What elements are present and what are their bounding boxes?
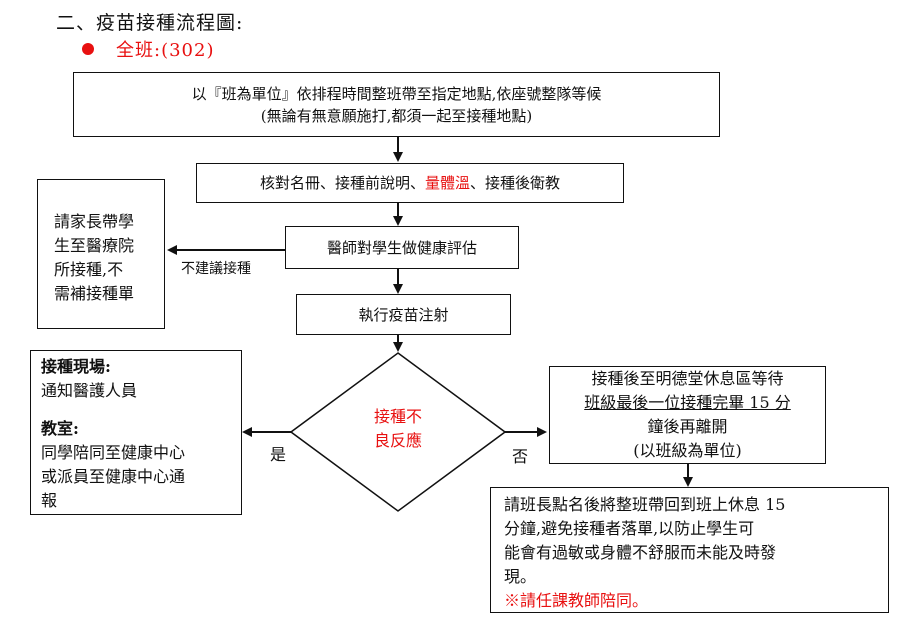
wait-line2: 班級最後一位接種完畢 15 分 [584, 393, 791, 412]
verify-step-box: 核對名冊、接種前說明、量體溫、接種後衛教 [196, 163, 624, 203]
classroom-line3: 報 [41, 491, 58, 510]
verify-step-text-end: 、接種後衛教 [470, 174, 561, 192]
reaction-label-line2: 良反應 [373, 431, 422, 450]
parent-referral-line2: 生至醫療院 [54, 236, 135, 255]
teacher-accompany-note: ※請任課教師陪同。 [504, 591, 649, 610]
arrowhead-icon [393, 216, 403, 226]
connector-arrow [176, 249, 285, 251]
return-line4: 現。 [504, 567, 537, 586]
health-evaluation-box: 醫師對學生做健康評估 [285, 226, 519, 269]
class-label: 全班:(302) [116, 40, 215, 61]
arrowhead-icon [393, 284, 403, 294]
arrowhead-icon [537, 427, 547, 437]
wait-line3: 鐘後再離開 [647, 417, 728, 436]
verify-step-text: 核對名冊、接種前說明、 [259, 174, 425, 192]
return-line3: 能會有過敏或身體不舒服而未能及時發 [504, 543, 777, 562]
injection-step-text: 執行疫苗注射 [358, 305, 449, 324]
arrowhead-icon [167, 245, 177, 255]
adverse-reaction-action-box: 接種現場: 通知醫護人員 教室: 同學陪同至健康中心 或派員至健康中心通 報 [30, 350, 242, 515]
connector-arrow [251, 431, 291, 433]
connector-arrow [397, 269, 399, 286]
bullet-icon [82, 43, 94, 55]
temperature-highlight: 量體溫 [424, 174, 470, 192]
reaction-label-line1: 接種不 [373, 407, 422, 426]
rest-area-wait-box: 接種後至明德堂休息區等待 班級最後一位接種完畢 15 分 鐘後再離開 (以班級為… [549, 366, 826, 464]
arrowhead-icon [393, 152, 403, 162]
connector-arrow [397, 335, 399, 344]
page-title: 二、疫苗接種流程圖: [56, 12, 244, 34]
wait-line4: (以班級為單位) [633, 441, 742, 460]
assemble-step-line2: (無論有無意願施打,都須一起至接種地點) [260, 106, 533, 125]
onsite-text: 通知醫護人員 [41, 381, 138, 400]
arrowhead-icon [683, 477, 693, 487]
assemble-step-line1: 以『班為單位』依排程時間整班帶至指定地點,依座號整隊等候 [191, 84, 602, 103]
classroom-line1: 同學陪同至健康中心 [41, 443, 186, 462]
connector-arrow [397, 203, 399, 218]
injection-step-box: 執行疫苗注射 [296, 294, 511, 335]
return-to-class-box: 請班長點名後將整班帶回到班上休息 15 分鐘,避免接種者落單,以防止學生可 能會… [490, 487, 889, 613]
classroom-title: 教室: [41, 419, 79, 438]
arrowhead-icon [393, 342, 403, 352]
arrowhead-icon [242, 427, 252, 437]
connector-arrow [505, 431, 538, 433]
connector-arrow [397, 137, 399, 154]
reaction-decision-diamond [290, 352, 506, 512]
reaction-decision-label: 接種不 良反應 [340, 405, 456, 453]
wait-line1: 接種後至明德堂休息區等待 [591, 369, 784, 388]
assemble-step-box: 以『班為單位』依排程時間整班帶至指定地點,依座號整隊等候 (無論有無意願施打,都… [73, 72, 720, 137]
onsite-title: 接種現場: [41, 357, 111, 376]
return-line1: 請班長點名後將整班帶回到班上休息 15 [504, 495, 786, 514]
parent-referral-line4: 需補接種單 [54, 284, 135, 303]
return-line2: 分鐘,避免接種者落單,以防止學生可 [504, 519, 755, 538]
no-label: 否 [512, 447, 529, 466]
yes-label: 是 [270, 445, 287, 464]
parent-referral-box: 請家長帶學 生至醫療院 所接種,不 需補接種單 [37, 179, 165, 329]
connector-arrow [687, 464, 689, 479]
parent-referral-line1: 請家長帶學 [54, 212, 135, 231]
classroom-line2: 或派員至健康中心通 [41, 467, 186, 486]
health-evaluation-text: 醫師對學生做健康評估 [326, 238, 477, 257]
not-recommended-label: 不建議接種 [181, 261, 251, 277]
parent-referral-line3: 所接種,不 [54, 260, 124, 279]
